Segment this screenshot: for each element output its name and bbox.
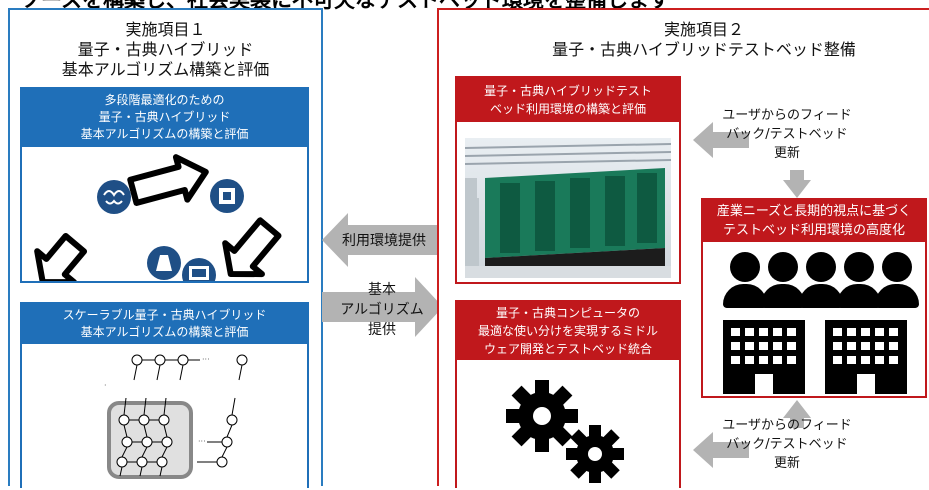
- box2-line1: スケーラブル量子・古典ハイブリッド: [62, 308, 267, 322]
- feedback-bottom-line3: 更新: [773, 456, 800, 471]
- feedback-top-line2: バック/テストベッド: [726, 127, 848, 142]
- cycle-arrow-right-icon: [222, 217, 282, 278]
- env-provision-label: 利用環境提供: [342, 233, 426, 249]
- computer-icon: [182, 258, 216, 281]
- panel2-title-line1: 実施項目２: [663, 20, 744, 39]
- box-multistage-optimization: 多段階最適化のための 量子・古典ハイブリッド 基本アルゴリズムの構築と評価: [20, 87, 309, 283]
- panel2-arrows: [693, 122, 811, 468]
- buildings-icon: [723, 320, 907, 394]
- boxC-line2: テストベッド利用環境の高度化: [722, 223, 905, 238]
- datacenter-photo: [465, 138, 671, 278]
- box2-line2: 基本アルゴリズムの構築と評価: [80, 325, 249, 339]
- boxB-header: 量子・古典コンピュータの 最適な使い分けを実現するミドル ウェア開発とテストベッ…: [457, 302, 679, 360]
- box1-line2: 量子・古典ハイブリッド: [98, 110, 231, 124]
- feedback-bottom-arrow-left-icon: [693, 432, 749, 468]
- algo-label-line1: 基本: [368, 282, 396, 298]
- feedback-top-line1: ユーザからのフィード: [722, 108, 852, 123]
- algo-provision-label: 基本 アルゴリズム 提供: [322, 280, 442, 340]
- panel1-title-line2: 量子・古典ハイブリッド: [77, 40, 254, 59]
- boxA-line1: 量子・古典ハイブリッドテスト: [484, 84, 652, 98]
- panel1-title: 実施項目１ 量子・古典ハイブリッド 基本アルゴリズム構築と評価: [10, 20, 321, 80]
- feedback-bottom-line1: ユーザからのフィード: [722, 418, 852, 433]
- box-testbed-environment: 量子・古典ハイブリッドテスト ベッド利用環境の構築と評価: [455, 76, 681, 284]
- people-icons: [723, 252, 919, 312]
- boxA-line2: ベッド利用環境の構築と評価: [489, 102, 646, 116]
- boxA-header: 量子・古典ハイブリッドテスト ベッド利用環境の構築と評価: [457, 78, 679, 122]
- feedback-bottom-arrow-up-icon: [783, 400, 811, 428]
- cut-off-heading: ソースを構築し、社会実装に不可欠なテストベッド環境を整備します: [20, 0, 740, 10]
- svg-text:···: ···: [202, 355, 210, 364]
- box-middleware: 量子・古典コンピュータの 最適な使い分けを実現するミドル ウェア開発とテストベッ…: [455, 300, 681, 488]
- box1-line3: 基本アルゴリズムの構築と評価: [80, 127, 249, 141]
- person-icon: [723, 252, 767, 308]
- box-advanced-environment: 産業ニーズと長期的視点に基づく テストベッド利用環境の高度化: [701, 198, 927, 398]
- quantum-device-icon: [147, 246, 181, 280]
- middle-arrows: [322, 213, 443, 337]
- algo-label-line3: 提供: [368, 322, 396, 338]
- svg-text:···: ···: [198, 437, 206, 446]
- chip-icon: [210, 179, 244, 213]
- boxB-line3: ウェア開発とテストベッド統合: [483, 342, 652, 356]
- gears-icon: [506, 380, 624, 483]
- person-icon: [761, 252, 805, 308]
- cycle-arrow-left-icon: [34, 232, 88, 281]
- svg-text:·: ·: [104, 381, 107, 390]
- box2-header: スケーラブル量子・古典ハイブリッド 基本アルゴリズムの構築と評価: [22, 304, 307, 344]
- boxC-header: 産業ニーズと長期的視点に基づく テストベッド利用環境の高度化: [703, 200, 925, 242]
- person-icon: [799, 252, 843, 308]
- person-icon: [837, 252, 881, 308]
- box-scalable-algorithm: スケーラブル量子・古典ハイブリッド 基本アルゴリズムの構築と評価: [20, 302, 309, 488]
- panel-item2: 実施項目２ 量子・古典ハイブリッドテストベッド整備 量子・古典ハイブリッドテスト…: [437, 8, 929, 488]
- feedback-top-arrow-down-icon: [783, 170, 811, 198]
- feedback-bottom-line2: バック/テストベッド: [726, 437, 848, 452]
- feedback-top-text: ユーザからのフィード バック/テストベッド 更新: [717, 106, 857, 163]
- recycle-cycle-diagram: [34, 154, 282, 281]
- qubit-lattice-diagram: ··· · ···: [104, 354, 248, 479]
- box1-line1: 多段階最適化のための: [104, 93, 225, 107]
- arrow-left-env-icon: [322, 213, 442, 267]
- box1-header: 多段階最適化のための 量子・古典ハイブリッド 基本アルゴリズムの構築と評価: [22, 89, 307, 147]
- feedback-bottom-text: ユーザからのフィード バック/テストベッド 更新: [717, 416, 857, 473]
- feedback-top-line3: 更新: [773, 146, 800, 161]
- boxB-line1: 量子・古典コンピュータの: [495, 306, 640, 320]
- algo-label-line2: アルゴリズム: [340, 302, 424, 318]
- boxC-line1: 産業ニーズと長期的視点に基づく: [716, 204, 912, 219]
- person-icon: [875, 252, 919, 308]
- panel2-title-line2: 量子・古典ハイブリッドテストベッド整備: [552, 40, 856, 59]
- panel-item1: 実施項目１ 量子・古典ハイブリッド 基本アルゴリズム構築と評価 多段階最適化のた…: [8, 8, 323, 488]
- boxB-line2: 最適な使い分けを実現するミドル: [477, 324, 658, 338]
- panel1-title-line1: 実施項目１: [125, 20, 206, 39]
- panel1-title-line3: 基本アルゴリズム構築と評価: [61, 60, 270, 79]
- arrow-right-algo-icon: [322, 277, 443, 337]
- brain-icon: [97, 180, 131, 214]
- cycle-arrow-top-icon: [127, 154, 209, 206]
- building-icon: [825, 320, 907, 394]
- feedback-top-arrow-left-icon: [693, 122, 749, 158]
- panel2-title: 実施項目２ 量子・古典ハイブリッドテストベッド整備: [499, 20, 909, 60]
- building-icon: [723, 320, 805, 394]
